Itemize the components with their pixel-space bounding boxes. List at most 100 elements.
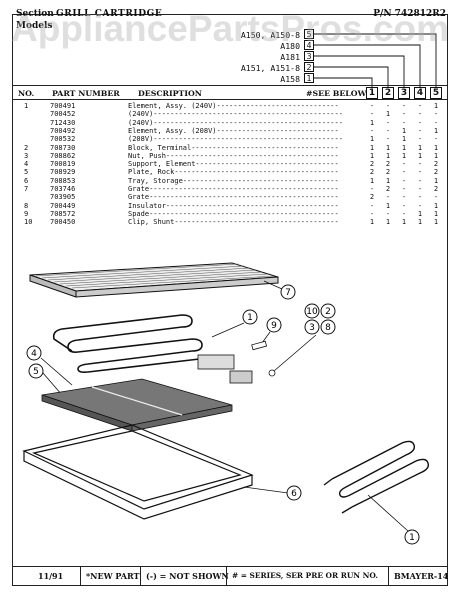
row-quantity-1: 2 [369,193,375,202]
row-quantity-1: - [369,110,375,119]
row-number: 4 [24,160,29,169]
row-quantity-2: 1 [385,218,391,227]
footer-code: BMAYER-14 [394,571,449,581]
row-quantity-1: 1 [369,218,375,227]
row-quantity-4: 1 [417,218,423,227]
col-box-4: 4 [414,87,426,99]
row-quantity-2: 2 [385,185,391,193]
row-part-number: 700492 [50,126,76,135]
row-description: Clip, Shunt-----------------------------… [128,218,339,227]
callout-8: 8 [325,323,331,333]
row-quantity-1: - [369,102,375,110]
model-box-2: 2 [304,62,314,72]
row-part-number: 700491 [50,102,76,110]
callout-1b: 1 [409,533,415,543]
row-number: 8 [24,201,29,210]
row-description: Nut, Push-------------------------------… [128,151,339,160]
row-quantity-5: - [433,110,439,119]
exploded-diagram: 7 1 9 10 2 3 8 4 5 6 [22,262,430,545]
row-quantity-4: - [417,193,423,202]
row-part-number: 700452 [50,110,76,119]
row-quantity-5: 2 [433,168,439,177]
model-connector-lines [314,33,437,87]
row-quantity-3: - [401,193,407,202]
parts-sheet [12,14,448,586]
callout-9: 9 [271,321,277,331]
row-quantity-2: 1 [385,110,391,119]
row-quantity-4: - [417,176,423,185]
model-line-5: A150, A150-8 [240,30,300,40]
row-quantity-4: - [417,102,423,110]
row-quantity-4: - [417,126,423,135]
row-quantity-3: - [401,110,407,119]
row-description: (240V)----------------------------------… [128,118,343,127]
row-part-number: 708730 [50,143,76,152]
row-description: Support, Element------------------------… [128,160,339,169]
row-part-number: 700449 [50,201,76,210]
callout-5: 5 [33,367,39,377]
row-quantity-5: 1 [433,143,439,152]
table-row: 3 708862 Nut, Push------------------------… [0,152,460,160]
row-quantity-3: - [401,160,407,169]
col-part-number: PART NUMBER [52,89,120,98]
row-quantity-3: 1 [401,126,407,135]
row-number: 10 [24,218,33,227]
row-quantity-4: - [417,110,423,119]
row-quantity-1: 1 [369,118,375,127]
row-quantity-3: 1 [401,218,407,227]
footer-rule [12,566,448,567]
table-row: 712430(240V)----------------------------… [0,119,460,127]
row-quantity-4: - [417,201,423,210]
row-quantity-5: - [433,118,439,127]
row-description: Plate, Rock-----------------------------… [128,168,339,177]
row-quantity-4: 1 [417,143,423,152]
row-description: (240V)----------------------------------… [128,110,343,119]
row-quantity-2: - [385,102,391,110]
row-quantity-5: 1 [433,151,439,160]
row-description: Tray, Storage---------------------------… [128,176,339,185]
heating-element-alt-drawing [323,440,430,514]
row-quantity-1: 2 [369,160,375,169]
row-quantity-5: 1 [433,176,439,185]
footer-divider [388,566,389,586]
row-number: 2 [24,143,29,152]
row-quantity-5: 1 [433,209,439,218]
row-number: 5 [24,168,29,177]
row-quantity-1: - [369,126,375,135]
row-part-number: 708862 [50,151,76,160]
row-part-number: 700819 [50,160,76,169]
row-part-number: 700532 [50,135,76,144]
row-quantity-1: - [369,185,375,193]
footer-not-shown: (-) = NOT SHOWN [146,571,229,581]
model-line-2: A151, A151-8 [240,63,300,73]
rock-plate-drawing [41,378,233,432]
model-line-4: A180 [280,41,300,51]
col-description: DESCRIPTION [138,89,202,98]
model-box-3: 3 [304,51,314,61]
row-quantity-2: 1 [385,151,391,160]
callout-4: 4 [31,349,37,359]
row-part-number: 703746 [50,185,76,193]
row-quantity-3: - [401,201,407,210]
row-quantity-5: 1 [433,201,439,210]
section-title: GRILL CARTRIDGE [56,9,163,19]
section-label: Section [16,9,54,19]
row-part-number: 708572 [50,209,76,218]
footer-divider [226,566,227,586]
header-rule-top [12,85,448,86]
col-box-1: 1 [366,87,378,99]
callout-2: 2 [325,307,331,317]
row-quantity-3: - [401,168,407,177]
row-number: 3 [24,151,29,160]
row-description: Insulator-------------------------------… [128,201,339,210]
row-quantity-5: 2 [433,160,439,169]
row-quantity-2: - [385,193,391,202]
callout-10: 10 [306,307,318,317]
row-description: Spade-----------------------------------… [128,209,339,218]
